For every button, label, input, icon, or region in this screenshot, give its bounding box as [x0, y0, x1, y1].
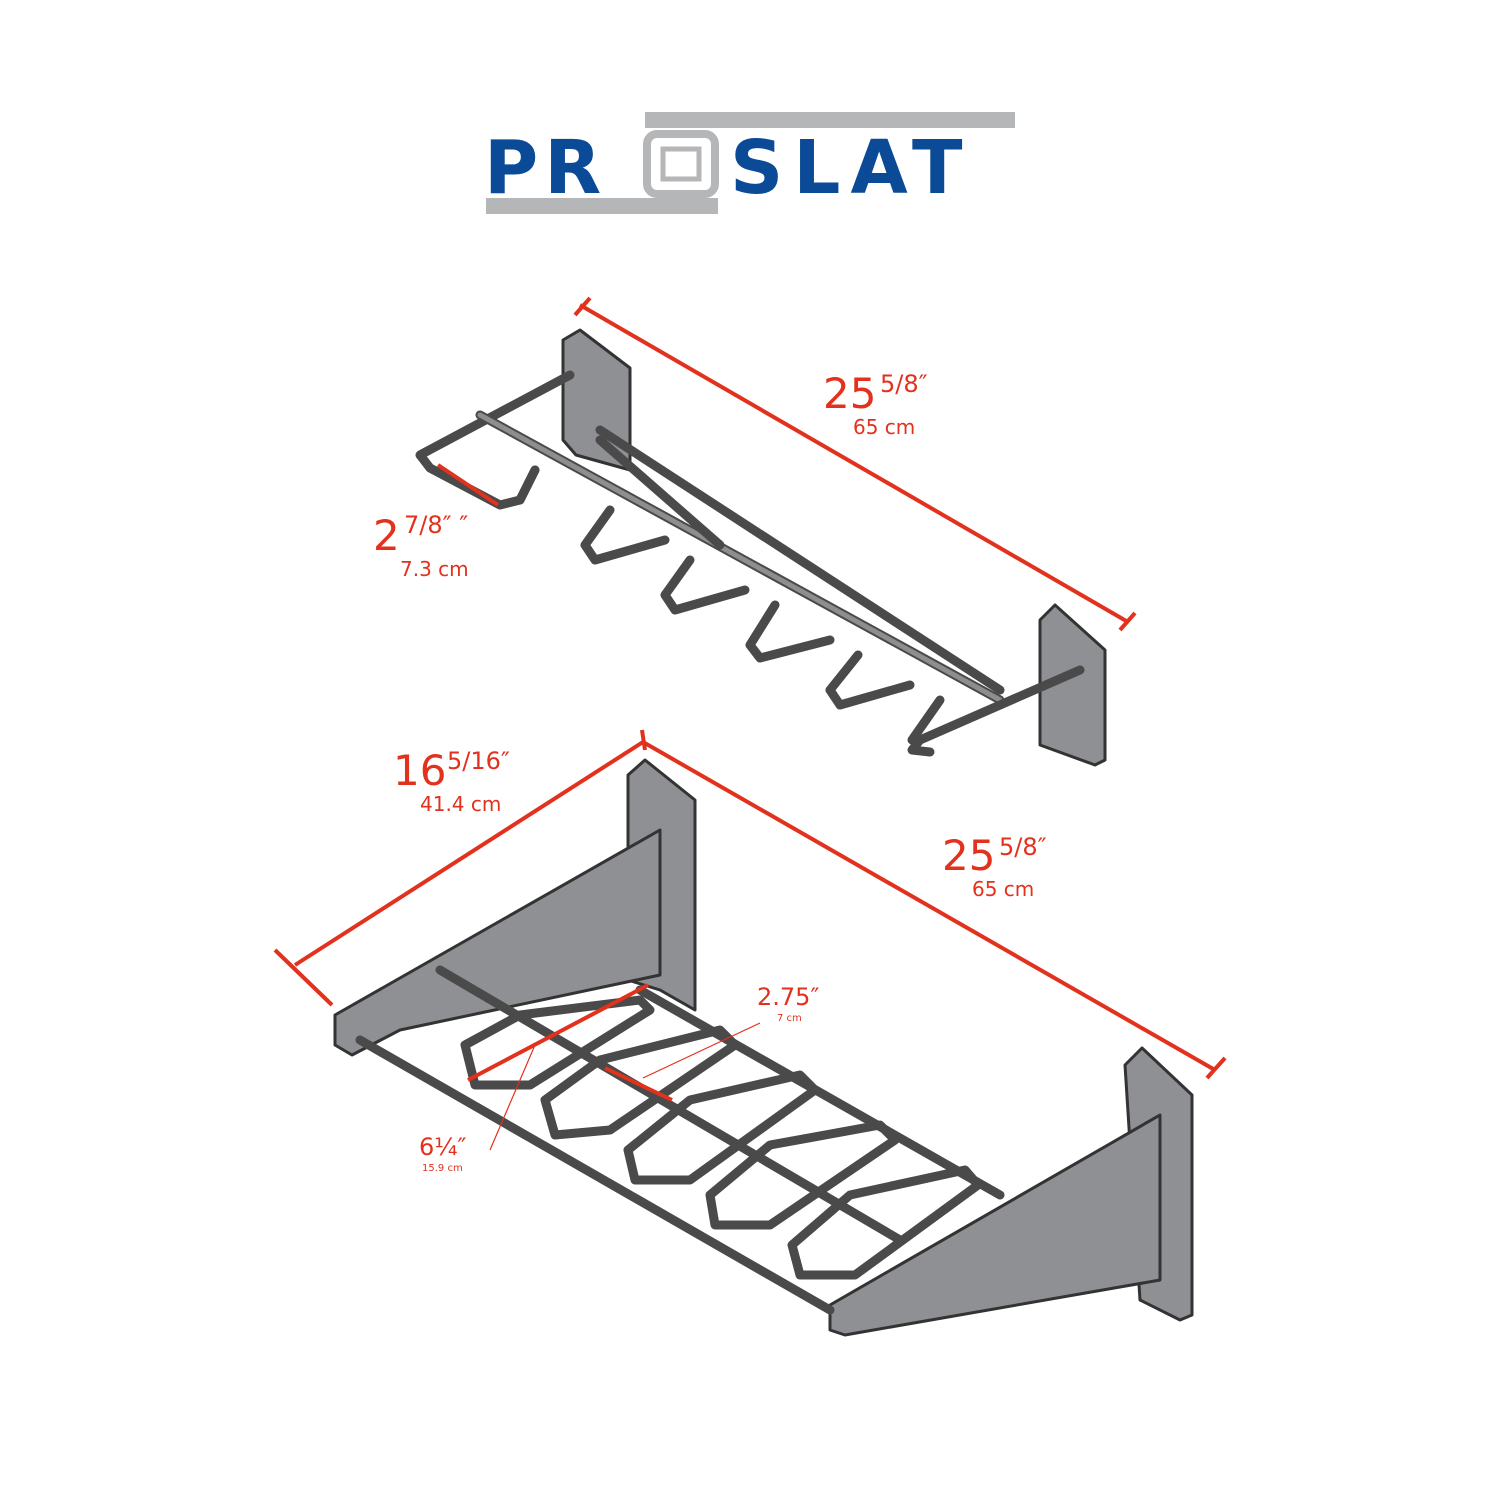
top-length-whole: 25	[823, 369, 876, 418]
bottom-length-metric: 65 cm	[972, 877, 1034, 901]
bottom-depth-whole: 16	[393, 746, 446, 795]
bottom-shelf-racks	[460, 995, 983, 1280]
proslat-logo: PR SLAT	[484, 112, 1015, 214]
bottom-length-whole: 25	[942, 831, 995, 880]
bottom-length-fraction: 5/8″	[999, 833, 1047, 861]
logo-text-left: PR	[484, 125, 607, 211]
bottom-gap-dimension-line	[604, 1066, 673, 1102]
bottom-gap-metric: 7 cm	[777, 1013, 802, 1024]
bottom-depth-metric: 41.4 cm	[420, 792, 501, 816]
bottom-slot-imperial: 6¼″	[419, 1133, 467, 1161]
bottom-depth-dimension-line	[293, 740, 645, 967]
bottom-shelf-illustration	[333, 758, 1194, 1337]
bottom-length-dimension-line	[642, 740, 1216, 1072]
bottom-slot-metric: 15.9 cm	[422, 1163, 463, 1174]
top-shelf-illustration	[415, 328, 1107, 767]
logo-text-right: SLAT	[730, 125, 972, 211]
bottom-slot-dimension-line	[467, 983, 649, 1082]
top-length-metric: 65 cm	[853, 415, 915, 439]
top-shelf-hooks	[515, 465, 945, 745]
top-length-fraction: 5/8″	[880, 370, 928, 398]
top-spacing-metric: 7.3 cm	[400, 557, 469, 581]
bottom-gap-imperial: 2.75″	[757, 983, 819, 1011]
bottom-depth-fraction: 5/16″	[447, 747, 510, 775]
top-spacing-dimension-line	[436, 463, 500, 507]
top-spacing-whole: 2	[373, 511, 400, 560]
top-spacing-fraction: 7/8″ ″	[404, 511, 468, 539]
top-length-dimension-line	[578, 303, 1130, 624]
